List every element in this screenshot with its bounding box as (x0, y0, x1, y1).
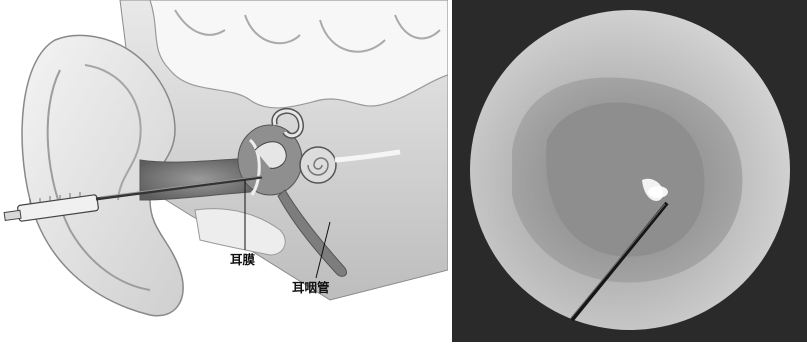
bright-spot (648, 186, 668, 198)
eardrum-label: 耳膜 (230, 252, 256, 267)
syringe-plunger (4, 210, 21, 220)
otoscope-svg (452, 0, 807, 342)
otoscope-photo (452, 0, 807, 342)
eustachian-tube-label: 耳咽管 (292, 280, 330, 295)
ear-anatomy-svg: 耳膜 耳咽管 (0, 0, 448, 342)
ear-anatomy-illustration: 耳膜 耳咽管 (0, 0, 448, 342)
cochlea (300, 147, 336, 183)
